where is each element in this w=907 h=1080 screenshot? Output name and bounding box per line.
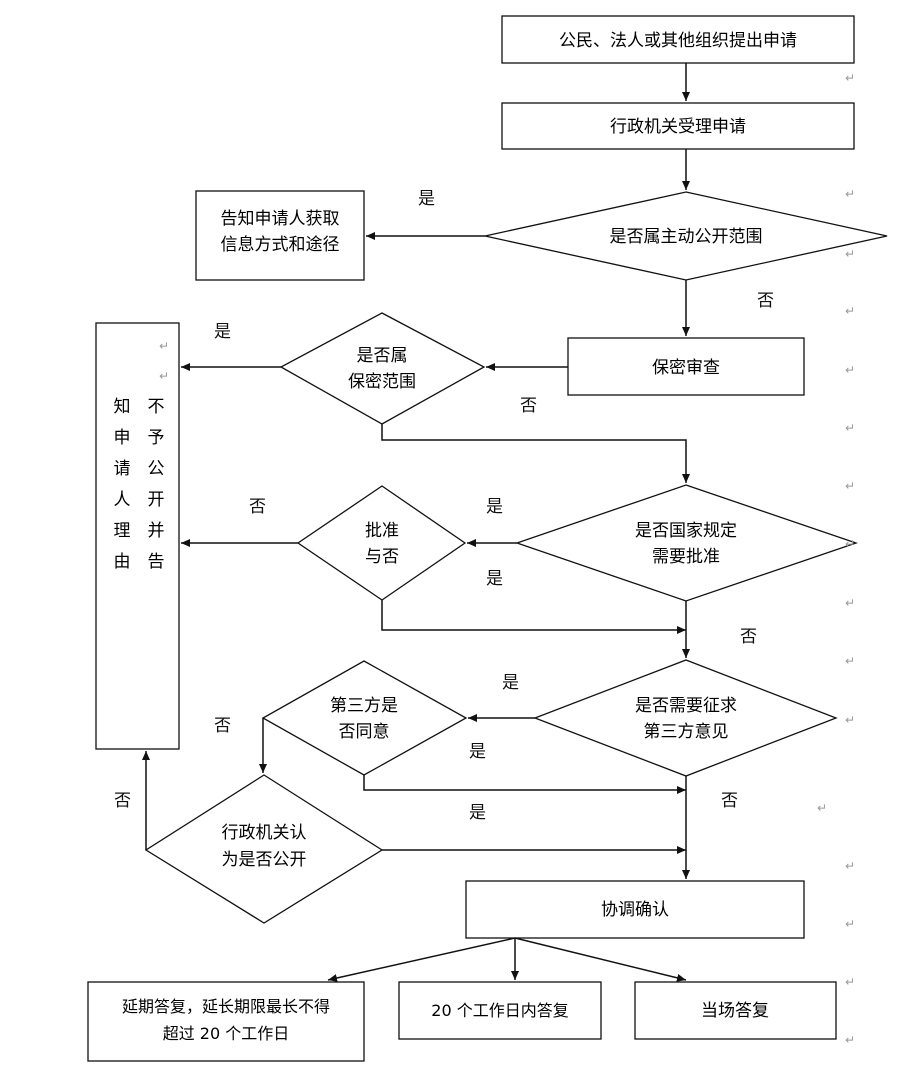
arrow-agree-yes-down [363,775,686,794]
label-yes: 是 [469,803,486,823]
not-public-reason-char: 予 [148,428,165,448]
node-extended-reply [87,981,365,1062]
decision-needs-approval-line1: 是否国家规定 [635,521,737,541]
label-no: 否 [721,791,738,811]
node-applicant-request-text: 公民、法人或其他组织提出申请 [559,31,797,51]
node-coordinate-confirm [465,880,805,939]
label-no: 否 [249,497,266,517]
arrow-secret-no-approval [381,424,690,483]
label-no: 否 [214,716,231,736]
not-public-reason-char: 告 [148,552,165,572]
node-agency-accept-text: 行政机关受理申请 [610,117,746,137]
return-mark: ↵ [845,304,855,318]
not-public-reason-char: 并 [148,521,165,541]
node-reply-on-spot [634,981,837,1040]
return-mark: ↵ [159,339,169,353]
return-mark: ↵ [817,801,827,815]
return-mark: ↵ [845,363,855,377]
arrow-approved-yes-down [381,600,686,634]
decision-third-party-agree-line2: 否同意 [339,722,390,742]
node-inform-method-line2: 信息方式和途径 [221,235,340,255]
node-reply-20-days-text: 20 个工作日内答复 [431,1001,568,1020]
return-mark: ↵ [845,1033,855,1047]
return-mark: ↵ [845,975,855,989]
return-mark: ↵ [845,713,855,727]
label-no: 否 [520,396,537,416]
node-secrecy-review-text: 保密审查 [652,358,720,378]
not-public-reason-char: 公 [148,459,165,479]
not-public-reason-char: 理 [114,521,131,541]
label-yes: 是 [486,569,503,589]
node-reply-20-days [398,981,602,1040]
label-no: 否 [114,791,131,811]
label-yes: 是 [469,742,486,762]
return-mark: ↵ [845,71,855,85]
return-mark: ↵ [845,654,855,668]
node-inform-method [195,190,365,281]
not-public-reason-char: 开 [148,490,165,510]
not-public-reason-char: 请 [114,459,131,479]
decision-needs-third-party-line2: 第三方意见 [644,722,729,742]
label-yes: 是 [418,189,435,209]
node-extended-reply-line1: 延期答复，延长期限最长不得 [122,997,330,1016]
return-mark: ↵ [845,247,855,261]
return-mark: ↵ [845,479,855,493]
not-public-reason-char: 知 [114,397,131,417]
not-public-reason-char: 人 [114,490,131,510]
not-public-reason-char: 不 [148,397,165,417]
node-inform-method-line1: 告知申请人获取 [221,209,340,229]
label-no: 否 [740,627,757,647]
return-marks: ↵ ↵ ↵ ↵ ↵ ↵ ↵ ↵ ↵ ↵ ↵ ↵ ↵ ↵ ↵ ↵ ↵ ↵ [159,71,855,1047]
decision-agency-deems-public [144,774,384,924]
decision-secret-scope-line1: 是否属 [357,346,408,366]
node-applicant-request [501,15,855,64]
label-yes: 是 [486,497,503,517]
decision-approved-line1: 批准 [365,521,399,541]
arrow-confirm-to-extended [327,937,516,982]
decision-secret-scope [279,312,486,425]
return-mark: ↵ [845,859,855,873]
decision-needs-approval-line2: 需要批准 [652,547,720,567]
node-reply-on-spot-text: 当场答复 [701,1001,769,1021]
decision-approved [296,485,467,601]
decision-needs-approval [514,484,859,602]
decision-agency-deems-public-line1: 行政机关认 [222,823,307,843]
decision-approved-line2: 与否 [365,547,399,567]
label-yes: 是 [214,322,231,342]
decision-needs-third-party-line1: 是否需要征求 [635,696,737,716]
return-mark: ↵ [159,369,169,383]
decision-proactive-scope-text: 是否属主动公开范围 [610,227,763,247]
decision-secret-scope-line2: 保密范围 [348,372,416,392]
node-not-public-reason [95,322,180,750]
return-mark: ↵ [845,917,855,931]
return-mark: ↵ [845,187,855,201]
node-extended-reply-line2: 超过 20 个工作日 [163,1024,290,1043]
node-agency-accept [501,102,855,150]
not-public-reason-char: 由 [114,552,131,572]
label-no: 否 [757,291,774,311]
node-secrecy-review [567,337,805,396]
decision-third-party-agree [261,660,468,776]
return-mark: ↵ [845,537,855,551]
node-coordinate-confirm-text: 协调确认 [601,900,669,920]
decision-agency-deems-public-line2: 为是否公开 [222,850,307,870]
arrow-confirm-to-on-spot [514,937,687,982]
not-public-reason-char: 申 [114,428,131,448]
return-mark: ↵ [845,421,855,435]
decision-needs-third-party [533,659,838,777]
label-yes: 是 [502,673,519,693]
decision-third-party-agree-line1: 第三方是 [330,696,398,716]
return-mark: ↵ [845,596,855,610]
